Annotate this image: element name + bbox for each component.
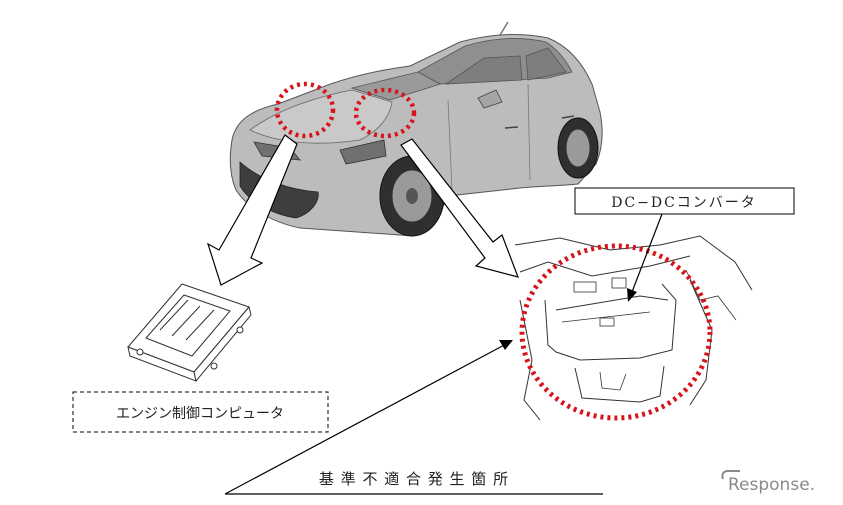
front-wheel (379, 155, 445, 237)
dcdc-converter-label-box (574, 187, 795, 215)
nonconformity-leader-arrowhead (499, 340, 513, 350)
engine-ecu-illustration (127, 283, 252, 383)
car-highlight-circle-right (353, 87, 417, 139)
dcdc-converter-label: DC−DCコンバータ (611, 195, 757, 211)
dcdc-leader-line (631, 213, 663, 293)
rear-wheel (557, 117, 599, 179)
engine-ecu-label: エンジン制御コンピュータ (116, 406, 284, 422)
engine-bay-illustration (514, 235, 753, 421)
response-logo-icon (721, 470, 740, 480)
arrow-to-dcdc-converter (400, 138, 519, 278)
dcdc-leader-arrowhead (627, 288, 637, 302)
nonconformity-location-label: 基 準 不 適 合 発 生 箇 所 (319, 470, 509, 488)
nonconformity-leader-line (224, 342, 509, 495)
car-highlight-circle-left (274, 81, 336, 139)
dcdc-highlight-circle (519, 243, 713, 421)
engine-ecu-label-box (72, 391, 329, 433)
arrow-to-engine-ecu (206, 134, 298, 286)
car-illustration (229, 21, 603, 237)
response-watermark: Response. (721, 470, 815, 495)
watermark-text: Response. (728, 475, 815, 495)
